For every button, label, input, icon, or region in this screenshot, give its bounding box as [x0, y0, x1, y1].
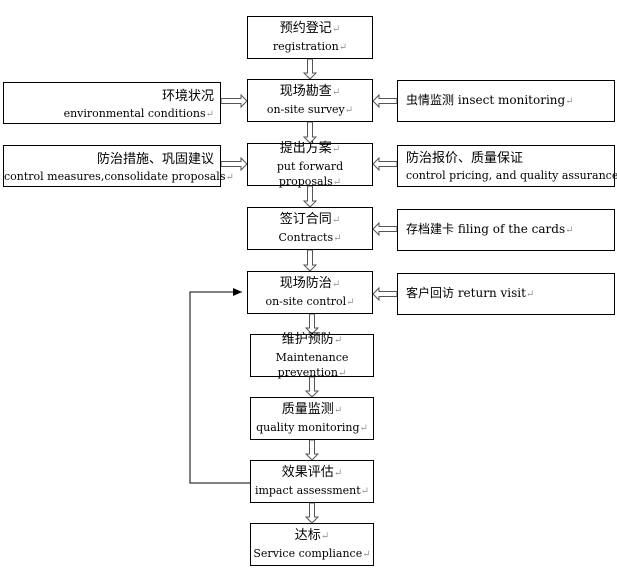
step-zh: 达标↵	[294, 528, 330, 543]
input-insect-monitoring: 虫情监测 insect monitoring↵	[397, 80, 615, 122]
input-en: control measures,consolidate proposals↵	[4, 170, 234, 183]
input-zh: 防治报价、质量保证	[406, 151, 524, 166]
step-en: Contracts↵	[278, 231, 342, 244]
input-en: control pricing, and quality assurance↵	[406, 169, 617, 182]
step-put-forward-proposals: 提出方案↵ put forward proposals↵	[247, 140, 373, 188]
arrow-insect-to-survey	[372, 93, 398, 109]
input-text: 存档建卡 filing of the cards↵	[406, 222, 574, 236]
step-zh: 现场勘查↵	[279, 84, 341, 99]
step-en: on-site survey↵	[266, 103, 354, 116]
feedback-loop-line	[189, 288, 250, 484]
step-en: Service compliance↵	[253, 547, 371, 560]
input-return-visit: 客户回访 return visit↵	[397, 273, 615, 315]
input-text: 虫情监测 insect monitoring↵	[406, 93, 574, 107]
step-en: Maintenance prevention↵	[275, 350, 349, 379]
step-on-site-survey: 现场勘查↵ on-site survey↵	[247, 79, 373, 122]
step-en: quality monitoring↵	[256, 421, 368, 434]
step-quality-monitoring: 质量监测↵ quality monitoring↵	[250, 397, 374, 440]
arrow-filing-to-contracts	[372, 221, 398, 237]
step-en: impact assessment↵	[254, 484, 370, 497]
step-en: on-site control↵	[265, 295, 355, 308]
arrow-maintenance-to-monitoring	[304, 376, 320, 398]
arrow-environment-to-survey	[220, 93, 248, 109]
input-environmental-conditions: 环境状况 environmental conditions↵	[3, 82, 221, 124]
arrow-registration-to-survey	[302, 58, 318, 80]
step-zh: 维护预防↵	[281, 331, 343, 347]
step-zh: 现场防治↵	[279, 276, 341, 291]
arrow-visit-to-control	[372, 286, 398, 302]
input-en: environmental conditions↵	[63, 107, 214, 120]
step-contracts: 签订合同↵ Contracts↵	[247, 207, 373, 250]
flow-down-arrows	[302, 58, 320, 524]
input-zh: 防治措施、巩固建议	[96, 152, 214, 167]
arrow-contracts-to-control	[302, 249, 318, 272]
input-control-measures: 防治措施、巩固建议 control measures,consolidate p…	[3, 145, 234, 187]
arrow-monitoring-to-assessment	[304, 439, 320, 461]
arrow-control-to-maintenance	[304, 313, 320, 335]
step-zh: 质量监测↵	[281, 402, 343, 417]
step-service-compliance: 达标↵ Service compliance↵	[250, 523, 374, 566]
arrow-measures-to-proposals	[220, 156, 248, 172]
step-zh: 效果评估↵	[281, 465, 343, 480]
arrow-assessment-to-compliance	[304, 502, 320, 524]
arrow-survey-to-proposals	[302, 121, 318, 144]
input-filing-of-cards: 存档建卡 filing of the cards↵	[397, 209, 615, 251]
arrow-proposals-to-contracts	[302, 185, 318, 208]
step-maintenance-prevention: 维护预防↵ Maintenance prevention↵	[250, 331, 374, 379]
step-on-site-control: 现场防治↵ on-site control↵	[247, 271, 373, 314]
input-text: 客户回访 return visit↵	[406, 286, 535, 300]
step-registration: 预约登记↵ registration↵	[247, 16, 373, 59]
input-zh: 环境状况	[161, 89, 214, 104]
side-input-arrows	[220, 93, 398, 302]
step-en: put forward proposals↵	[276, 159, 344, 188]
step-en: registration↵	[272, 40, 348, 53]
step-zh: 预约登记↵	[279, 21, 341, 36]
step-zh: 签订合同↵	[279, 212, 341, 227]
arrow-pricing-to-proposals	[372, 156, 398, 172]
step-zh: 提出方案↵	[279, 140, 341, 156]
step-impact-assessment: 效果评估↵ impact assessment↵	[250, 460, 374, 503]
input-control-pricing: 防治报价、质量保证 control pricing, and quality a…	[397, 145, 617, 187]
